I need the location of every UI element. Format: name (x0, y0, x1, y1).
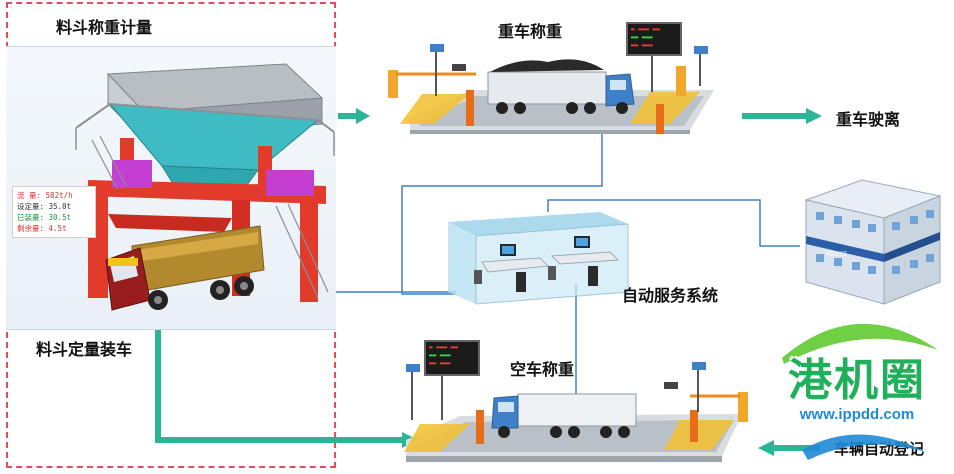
control-room (448, 212, 629, 305)
connector-lines (336, 118, 800, 395)
label-empty-weighing: 空车称重 (510, 360, 575, 379)
bin-readout-panel: 流 量: 582t/h 设定量: 35.0t 已装量: 30.5t 剩余量: 4… (12, 186, 96, 238)
watermark-logo: 港机圈 www.ippdd.com (762, 300, 952, 470)
led-display-bottom: ▬ ▬▬▬ ▬▬ ▬▬ ▬▬▬ ▬▬ ▬▬▬ (424, 340, 480, 376)
readout-value-remain: 4.5t (48, 224, 67, 233)
police-sign: POLICE (826, 251, 848, 258)
label-bin-weighing: 料斗称重计量 (56, 18, 153, 37)
label-bin-loading: 料斗定量装车 (36, 340, 133, 359)
readout-value-flow: 582t/h (45, 191, 73, 200)
weighbridge-empty-truck (404, 362, 748, 462)
readout-key-remain: 剩余量: (17, 224, 45, 233)
watermark-swoosh (782, 323, 938, 460)
police-building (804, 179, 942, 305)
readout-key-set: 设定量: (17, 202, 45, 211)
watermark-title: 港机圈 (788, 356, 926, 405)
bin-loading-gantry (75, 63, 335, 311)
watermark-url: www.ippdd.com (799, 406, 915, 423)
weighbridge-heavy-truck (388, 44, 714, 134)
readout-key-loaded: 已装量: (17, 213, 45, 222)
label-auto-service: 自动服务系统 (622, 286, 719, 305)
readout-value-set: 35.0t (48, 202, 72, 211)
led-display-top: ▬ ▬▬▬ ▬▬ ▬▬ ▬▬▬ ▬▬ ▬▬▬ (626, 22, 682, 56)
label-heavy-leaving: 重车驶离 (836, 110, 901, 129)
readout-key-flow: 流 量: (17, 191, 42, 200)
readout-value-loaded: 30.5t (48, 213, 72, 222)
label-heavy-weighing: 重车称重 (498, 22, 563, 41)
